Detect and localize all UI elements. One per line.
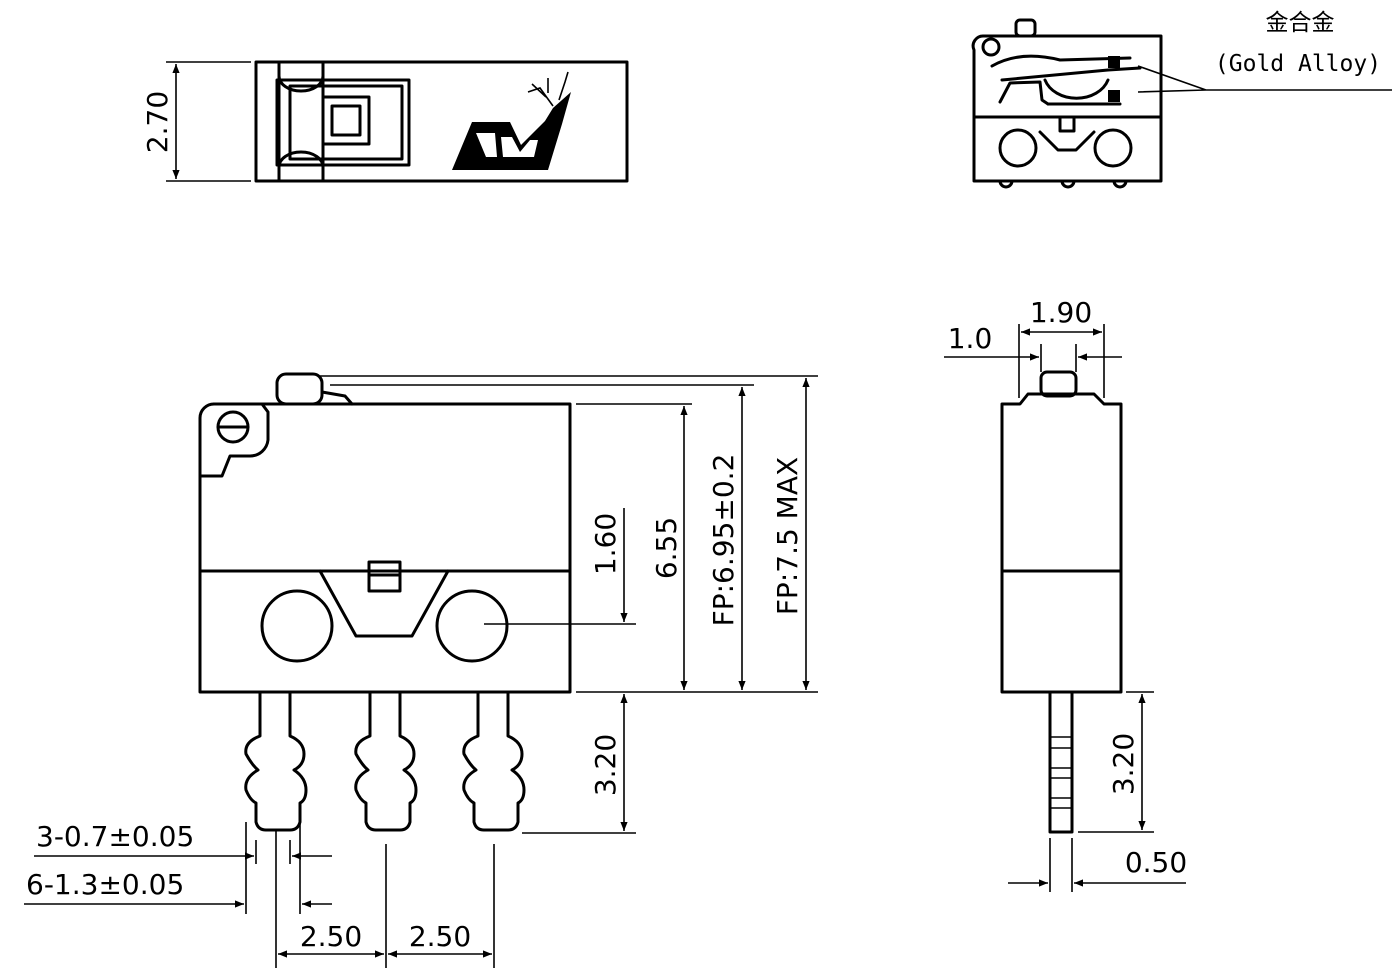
dim-fp-75: FP:7.5 MAX [771, 457, 804, 615]
dim-1-90: 1.90 [1030, 296, 1092, 329]
dim-fp-695: FP:6.95±0.2 [707, 454, 740, 627]
dim-1-60: 1.60 [589, 513, 622, 575]
dim-terminal-width: 3-0.7±0.05 [36, 820, 194, 853]
dim-3-20-end: 3.20 [1107, 733, 1140, 795]
dim-0-50: 0.50 [1125, 846, 1187, 879]
terminals [244, 690, 526, 832]
dim-pitch-1: 2.50 [300, 920, 362, 953]
dim-3-20-front: 3.20 [589, 734, 622, 796]
top-height-dim: 2.70 [141, 91, 174, 153]
gold-alloy-label-en: (Gold Alloy) [1215, 51, 1381, 77]
logo-mark [452, 71, 571, 170]
top-view: 2.70 [141, 60, 629, 183]
gold-alloy-label-cn: 金合金 [1266, 10, 1335, 36]
side-detail-view: 金合金 (Gold Alloy) [971, 10, 1392, 189]
dim-6-55: 6.55 [650, 517, 683, 579]
dim-pitch-2: 2.50 [409, 920, 471, 953]
dim-terminal-bulge: 6-1.3±0.05 [26, 868, 184, 901]
front-view: 1.60 6.55 FP:6.95±0.2 FP:7.5 MAX 3.20 3-… [24, 372, 818, 968]
end-view: 1.90 1.0 3.20 0.50 [944, 296, 1187, 892]
dim-1-0: 1.0 [948, 322, 993, 355]
